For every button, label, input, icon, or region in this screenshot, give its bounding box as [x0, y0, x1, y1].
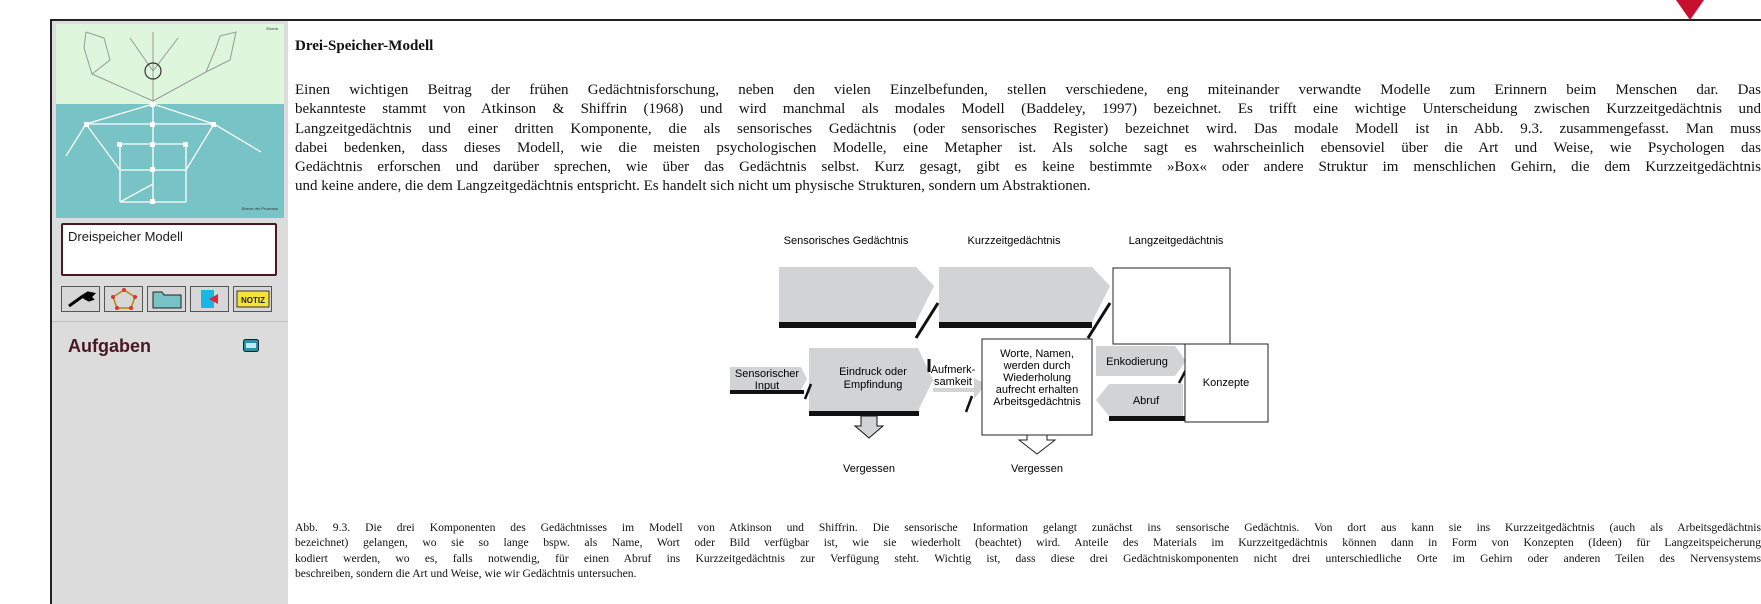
page-title: Dreispeicher Modell — [68, 229, 183, 244]
wm-line-5: Arbeitsgedächtnis — [993, 396, 1081, 408]
page-title-box: Dreispeicher Modell — [61, 223, 277, 276]
wm-line-1: Worte, Namen, — [1000, 348, 1074, 360]
concepts-box — [1184, 343, 1269, 423]
navigation-graph[interactable]: Ebene Ebene der Prozesse — [56, 24, 284, 218]
folder-button[interactable] — [147, 286, 186, 312]
encoding-label: Enkodierung — [1106, 356, 1168, 368]
notiz-icon: NOTIZ — [236, 290, 269, 308]
impression-label-1: Eindruck oder — [839, 366, 907, 378]
nav-current-node[interactable] — [144, 62, 162, 80]
paragraph-line: dabei bedenken, dass dieses Modell, wie … — [295, 139, 1761, 156]
encoding-arrow — [1096, 346, 1186, 376]
frame-left-border — [50, 20, 52, 604]
concepts-label: Konzepte — [1203, 377, 1249, 389]
wm-line-4: aufrecht erhalten — [996, 384, 1079, 396]
attention-label-2: samkeit — [934, 376, 972, 388]
working-memory-box — [981, 338, 1093, 436]
caption-line: Abb. 9.3. Die drei Komponenten des Gedäc… — [295, 521, 1761, 534]
nav-graph-label-top: Ebene — [266, 26, 278, 31]
section-label-aufgaben[interactable]: Aufgaben — [68, 336, 151, 356]
caption-line: bezeichnet) gelangen, wo sie so lange bs… — [295, 536, 1761, 550]
label-long-term-memory: Langzeitgedächtnis — [1129, 235, 1224, 247]
nav-graph-upper-area — [56, 24, 284, 104]
wm-line-3: Wiederholung — [1003, 372, 1071, 384]
nav-graph-label-bottom: Ebene der Prozesse — [242, 206, 279, 211]
notiz-label: NOTIZ — [241, 296, 265, 305]
exit-icon — [200, 290, 218, 308]
wrench-icon — [67, 291, 96, 308]
input-label-1: Sensorischer — [735, 368, 800, 380]
article-paragraph: Einen wichtigen Beitrag der frühen Gedäc… — [295, 81, 1761, 197]
memory-model-figure: Sensorisches Gedächtnis Kurzzeitgedächtn… — [730, 235, 1269, 475]
retrieval-label: Abruf — [1133, 395, 1160, 407]
input-arrow — [730, 367, 801, 390]
caption-line: beschreiben, sondern die Art und Weise, … — [295, 567, 637, 581]
paragraph-line: Einen wichtigen Beitrag der frühen Gedäc… — [295, 82, 1761, 98]
top-marker-icon — [1676, 0, 1704, 20]
tools-button[interactable] — [61, 286, 100, 312]
sidebar-toolbar: NOTIZ — [61, 286, 277, 314]
nav-graph-lower-area — [56, 104, 284, 218]
wm-line-2: werden durch — [1003, 360, 1071, 372]
exit-button[interactable] — [190, 286, 229, 312]
short-term-memory-arrow — [939, 267, 1110, 322]
input-label-2: Input — [755, 380, 779, 392]
attention-arrow — [933, 378, 986, 399]
keyboard-icon[interactable] — [243, 339, 259, 352]
sensory-memory-arrow — [779, 267, 934, 322]
folder-icon — [152, 291, 181, 309]
forget-label-2: Vergessen — [1011, 463, 1063, 475]
forget-label-1: Vergessen — [843, 463, 895, 475]
paragraph-line: und keine andere, die dem Langzeitgedäch… — [295, 178, 1091, 195]
retrieval-arrow — [1096, 384, 1183, 416]
impression-label-2: Empfindung — [844, 379, 903, 391]
label-sensory-memory: Sensorisches Gedächtnis — [784, 235, 909, 247]
network-button[interactable] — [104, 286, 143, 312]
top-rule — [50, 19, 1761, 21]
attention-label-1: Aufmerk- — [931, 364, 976, 376]
sidebar-divider — [52, 321, 288, 322]
long-term-memory-box — [1112, 267, 1231, 345]
sidebar: Ebene Ebene der Prozesse Dreispeicher Mo… — [52, 21, 288, 604]
article-heading: Drei-Speicher-Modell — [295, 38, 434, 54]
figure-caption: Abb. 9.3. Die drei Komponenten des Gedäc… — [295, 520, 1761, 582]
paragraph-line: Langzeitgedächtnis und einer dritten Kom… — [295, 120, 1761, 137]
caption-line: kodiert werden, wo es, falls notwendig, … — [295, 551, 1761, 565]
paragraph-line: bekannteste stammt von Atkinson & Shiffr… — [295, 101, 1761, 118]
impression-arrow — [809, 348, 933, 411]
notiz-button[interactable]: NOTIZ — [233, 286, 272, 312]
paragraph-line: Gedächtnis erforschen und darüber sprech… — [295, 159, 1761, 176]
network-icon — [110, 288, 137, 310]
label-short-term-memory: Kurzzeitgedächtnis — [968, 235, 1061, 247]
